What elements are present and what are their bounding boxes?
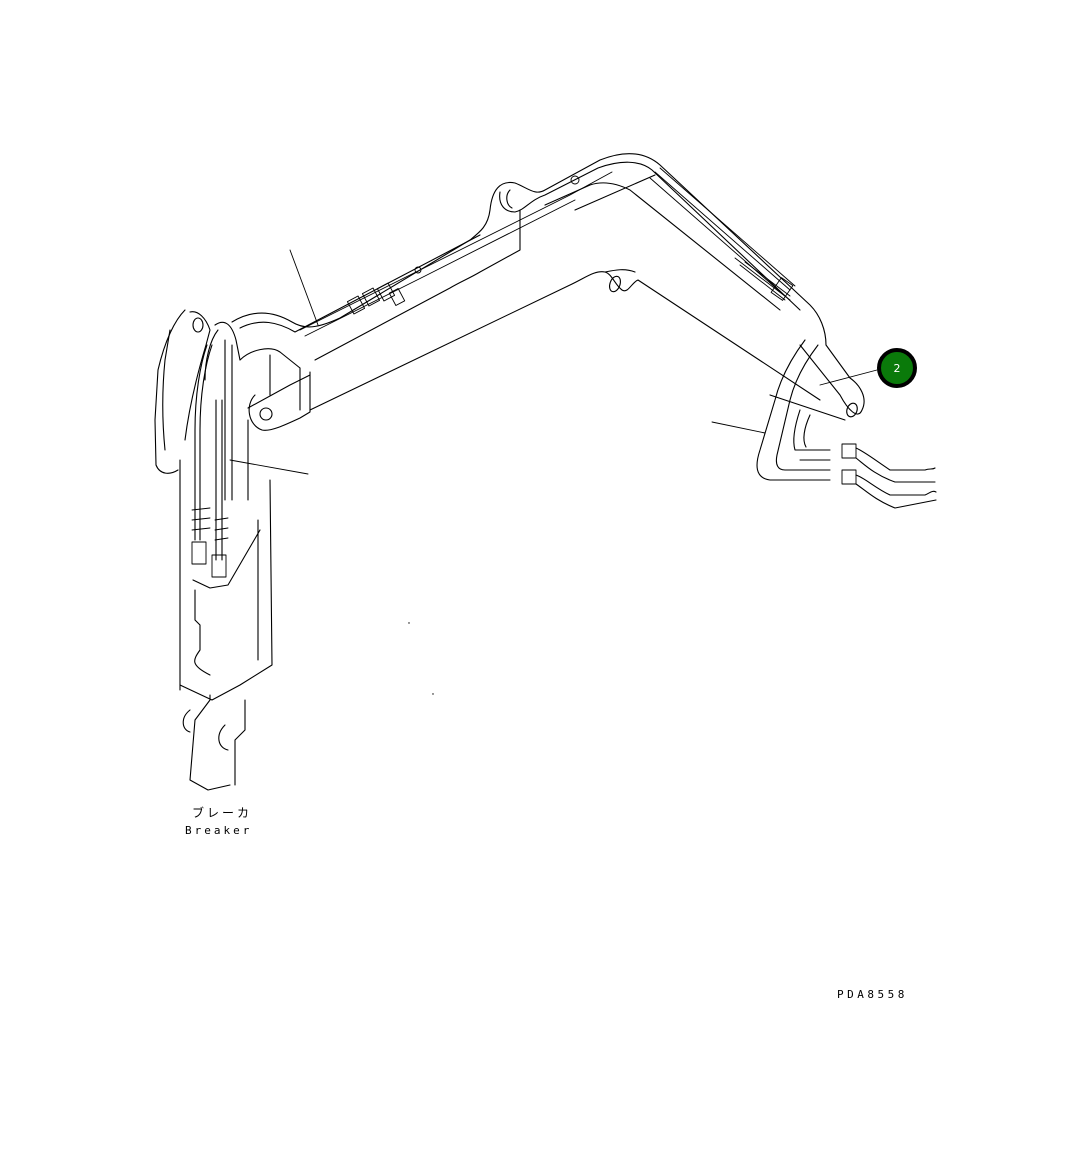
boom-outline [231, 153, 865, 431]
callout-badge-2[interactable]: 2 [877, 348, 917, 388]
breaker-label-japanese: ブレーカ [192, 806, 253, 820]
arm-bracket [154, 309, 249, 691]
callout-number: 2 [893, 361, 901, 375]
side-pipes [756, 339, 937, 509]
leader-lines [229, 249, 878, 475]
drawing-id: PDA8558 [837, 988, 908, 1001]
boom-pipe [299, 167, 796, 337]
breaker [179, 479, 273, 791]
breaker-label-english: Breaker [185, 824, 253, 837]
